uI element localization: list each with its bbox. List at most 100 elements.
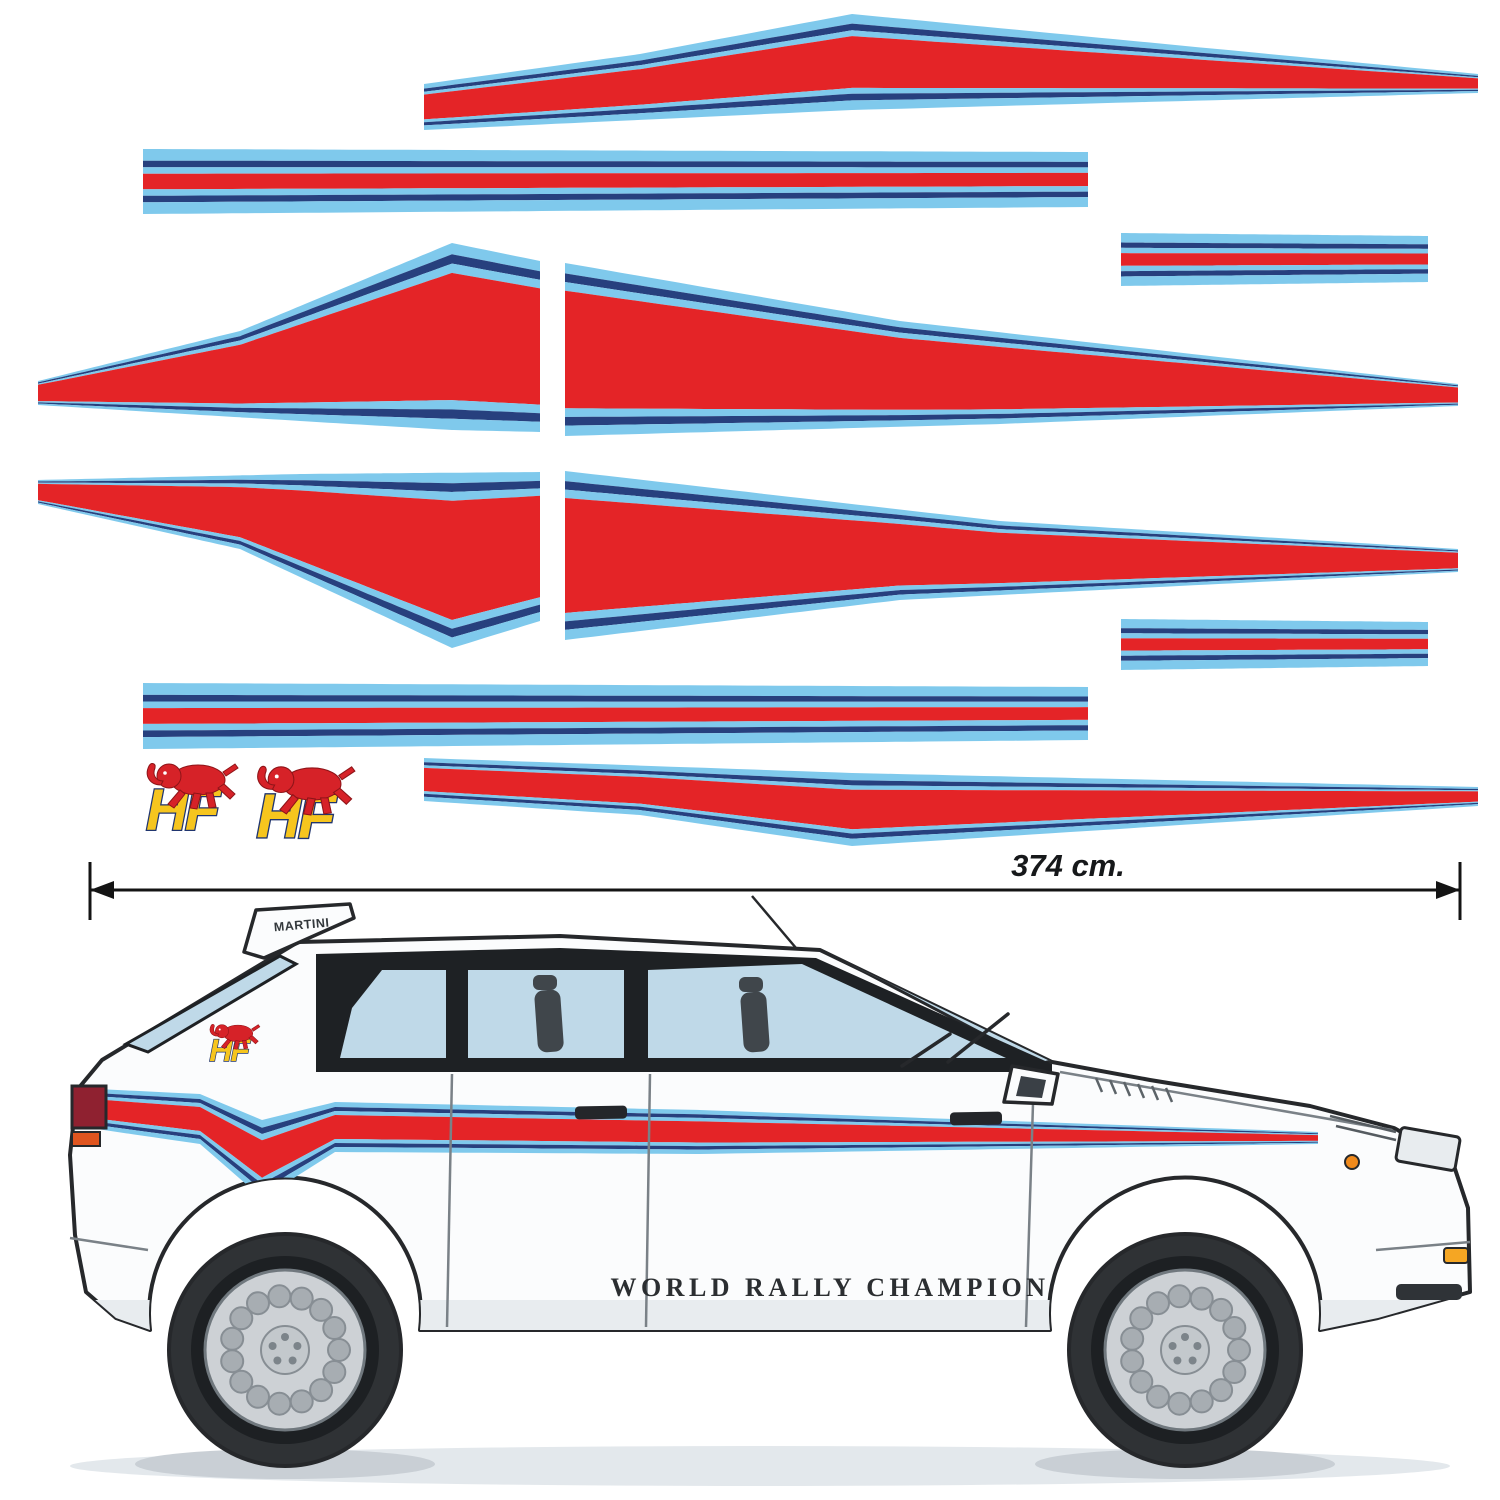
stripe-band-light_blue <box>143 149 1088 162</box>
stripe-band-light_blue <box>424 30 1478 95</box>
stripe-band-light_blue <box>565 402 1458 417</box>
stripe-band-navy <box>424 89 1478 126</box>
stripe-band-navy <box>1121 269 1428 277</box>
dimension-arrow-left <box>90 881 114 899</box>
front-indicator <box>1443 1247 1469 1264</box>
front-door-handle <box>949 1111 1003 1126</box>
taillight <box>70 1084 108 1130</box>
stripe-band-red <box>38 483 540 620</box>
stripe-band-light_blue <box>76 1094 1318 1141</box>
stripe-band-light_blue <box>424 791 1478 834</box>
stripe-band-navy <box>1121 628 1428 635</box>
stripe-band-light_blue <box>1121 658 1428 670</box>
stripe-band-light_blue <box>143 186 1088 196</box>
stripe-band-light_blue <box>1121 649 1428 656</box>
grille-line-1 <box>1329 1114 1397 1134</box>
stripe-band-navy <box>565 403 1458 426</box>
door-seam-rear <box>445 1073 454 1328</box>
stripe-band-navy <box>143 725 1088 738</box>
spoiler-text: MARTINI <box>273 916 330 935</box>
hatch-glass <box>122 954 300 1054</box>
decal-piece-straight-long-bottom <box>143 683 1088 749</box>
dimension-arrow-right <box>1436 881 1460 899</box>
stripe-band-red <box>143 172 1088 190</box>
stripe-band-red <box>38 272 540 405</box>
door-text: WORLD RALLY CHAMPION <box>610 1273 1049 1302</box>
stripe-band-red <box>424 767 1478 830</box>
stripe-band-light_blue <box>38 482 540 501</box>
stripe-band-light_blue <box>38 400 540 414</box>
door-seam-middle <box>644 1073 652 1328</box>
stripe-band-red <box>565 498 1458 613</box>
stripe-band-light_blue <box>143 701 1088 709</box>
stripe-band-light_blue <box>1121 619 1428 630</box>
stripe-band-light_blue <box>1121 247 1428 254</box>
stripe-band-light_blue <box>1121 273 1428 286</box>
stripe-band-navy <box>424 762 1478 791</box>
rear-door-handle <box>574 1105 628 1120</box>
decal-piece-upper-right-taper <box>565 263 1458 436</box>
door-handles <box>574 1105 1003 1126</box>
rear-quarter-glass <box>340 970 446 1058</box>
front-door-glass <box>648 964 1006 1058</box>
hf-logo-decal-1 <box>144 762 240 845</box>
stripe-band-red <box>424 36 1478 120</box>
stripe-band-light_blue <box>1121 264 1428 272</box>
front-intake <box>1396 1284 1462 1300</box>
decal-piece-car-side-stripe <box>76 1088 1318 1198</box>
stripe-band-navy <box>76 1091 1318 1135</box>
decal-piece-lower-left-valley <box>38 472 540 648</box>
front-bumper-crease <box>1375 1240 1471 1252</box>
stripe-band-light_blue <box>143 730 1088 749</box>
rear-wheel <box>167 1232 403 1468</box>
decal-stripe-sheet <box>38 14 1478 846</box>
stripe-band-light_blue <box>38 502 540 648</box>
stripe-band-red <box>143 707 1088 724</box>
stripe-band-light_blue <box>424 91 1478 130</box>
car-side-view: MARTINI <box>68 895 1472 1486</box>
stripe-band-navy <box>38 501 540 638</box>
decal-piece-lower-valley-long <box>424 758 1478 846</box>
stripe-band-navy <box>143 694 1088 702</box>
stripe-band-navy <box>1121 242 1428 249</box>
wipers <box>900 1012 1010 1068</box>
front-wheel <box>1067 1232 1303 1468</box>
rear-bumper-crease <box>69 1236 149 1252</box>
hood-vents <box>1094 1077 1174 1103</box>
side-marker <box>1344 1154 1360 1170</box>
stripe-band-light_blue <box>424 758 1478 789</box>
decal-piece-short-top-right <box>1121 233 1428 286</box>
stripe-band-light_blue <box>76 1088 1318 1134</box>
stripe-band-navy <box>424 793 1478 839</box>
dimension-annotation: 374 cm. <box>88 848 1462 920</box>
stripe-band-light_blue <box>1121 633 1428 639</box>
stripe-band-light_blue <box>38 263 540 385</box>
grille-line-2 <box>1335 1124 1397 1142</box>
dimension-label: 374 cm. <box>1011 848 1125 883</box>
stripe-band-light_blue <box>38 472 540 484</box>
stripe-band-light_blue <box>38 243 540 383</box>
rear-details <box>70 1084 108 1147</box>
stripe-band-navy <box>1121 653 1428 661</box>
stripe-band-navy <box>143 160 1088 168</box>
stripe-band-light_blue <box>424 796 1478 846</box>
door-seam-front <box>1024 1071 1036 1328</box>
stripe-band-navy <box>38 479 540 492</box>
hood-seam <box>1059 1070 1393 1132</box>
decal-piece-straight-long-top <box>143 149 1088 214</box>
panel-seams <box>69 1070 1471 1328</box>
wheels <box>167 1232 1303 1468</box>
stripe-band-light_blue <box>38 500 540 629</box>
stripe-band-light_blue <box>143 167 1088 174</box>
stripe-band-light_blue <box>143 197 1088 214</box>
stripe-band-red <box>76 1097 1318 1178</box>
side-mirror <box>1002 1064 1060 1106</box>
stripe-band-navy <box>424 23 1478 92</box>
stripe-band-navy <box>38 254 540 384</box>
decal-piece-short-bottom-right <box>1121 619 1428 670</box>
stripe-band-navy <box>143 191 1088 203</box>
stripe-band-navy <box>38 402 540 422</box>
decal-piece-upper-left-peak <box>38 243 540 432</box>
stripe-band-red <box>1121 253 1428 266</box>
interior-seats <box>533 975 770 1053</box>
